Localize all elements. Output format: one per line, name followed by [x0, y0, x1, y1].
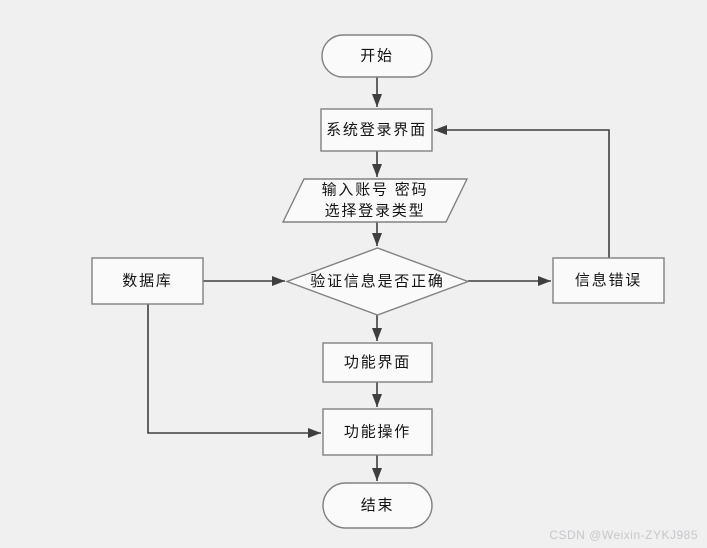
node-error: 信息错误 [552, 257, 665, 304]
verify-shape [284, 247, 471, 316]
start-label: 开始 [360, 48, 394, 65]
input-label: 选择登录类型 [325, 203, 426, 220]
error-label: 信息错误 [575, 272, 642, 289]
func-ui-shape [322, 342, 433, 383]
verify-label: 验证信息是否正确 [310, 273, 444, 290]
node-login: 系统登录界面 [320, 108, 433, 152]
node-func-op: 功能操作 [322, 408, 433, 456]
node-verify: 验证信息是否正确 [284, 247, 471, 316]
node-end: 结束 [322, 482, 433, 529]
edge-error-to-login [434, 125, 610, 258]
database-label: 数据库 [122, 273, 172, 290]
edge-database-to-func-op [147, 304, 321, 438]
csdn-watermark: CSDN @Weixin-ZYKJ985 [549, 528, 698, 542]
input-label: 输入账号 密码 [322, 182, 429, 199]
func-ui-label: 功能界面 [344, 354, 411, 371]
node-func-ui: 功能界面 [322, 342, 433, 383]
login-shape [320, 108, 433, 152]
func-op-label: 功能操作 [344, 424, 411, 441]
database-shape [91, 257, 204, 305]
start-shape [321, 34, 433, 78]
login-label: 系统登录界面 [326, 122, 427, 139]
input-shape [281, 178, 469, 223]
node-database: 数据库 [91, 257, 204, 305]
end-shape [322, 482, 433, 529]
node-start: 开始 [321, 34, 433, 78]
end-label: 结束 [361, 497, 395, 514]
error-shape [552, 257, 665, 304]
func-op-shape [322, 408, 433, 456]
